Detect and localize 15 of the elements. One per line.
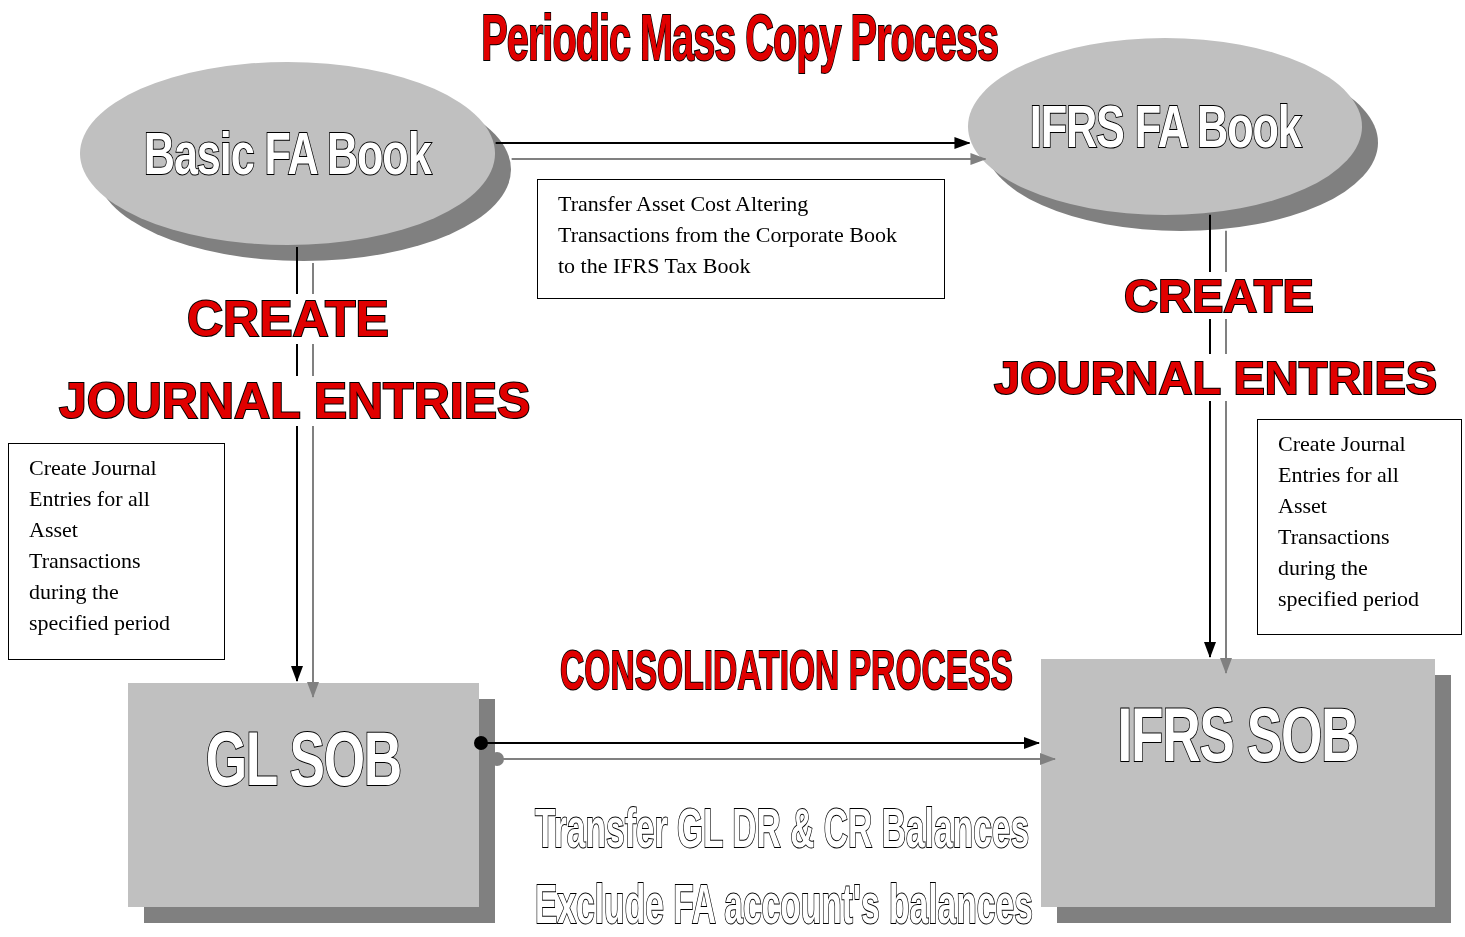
note-box	[8, 443, 225, 660]
note-box	[1257, 419, 1462, 635]
note-text: Create Journal Entries for all Asset Transactions during the specified period	[1278, 430, 1421, 613]
outlined-caption: Exclude FA account's balances	[535, 876, 1033, 932]
heading-label: CONSOLIDATION PROCESS	[560, 642, 1013, 698]
node-title: IFRS SOB	[1117, 697, 1359, 773]
node-title: GL SOB	[206, 721, 401, 797]
node-title: IFRS FA Book	[1029, 96, 1301, 157]
note-text: Create Journal Entries for all Asset Transactions during the specified period	[29, 454, 172, 637]
node-title: Basic FA Book	[144, 123, 431, 184]
arrow	[474, 736, 1040, 750]
note-text: Transfer Asset Cost Altering Transactions from the Corporate Book to the IFRS Tax Book	[558, 190, 898, 280]
arrow	[494, 137, 971, 149]
outlined-caption: Transfer GL DR & CR Balances	[535, 800, 1030, 856]
note-box	[537, 179, 945, 299]
